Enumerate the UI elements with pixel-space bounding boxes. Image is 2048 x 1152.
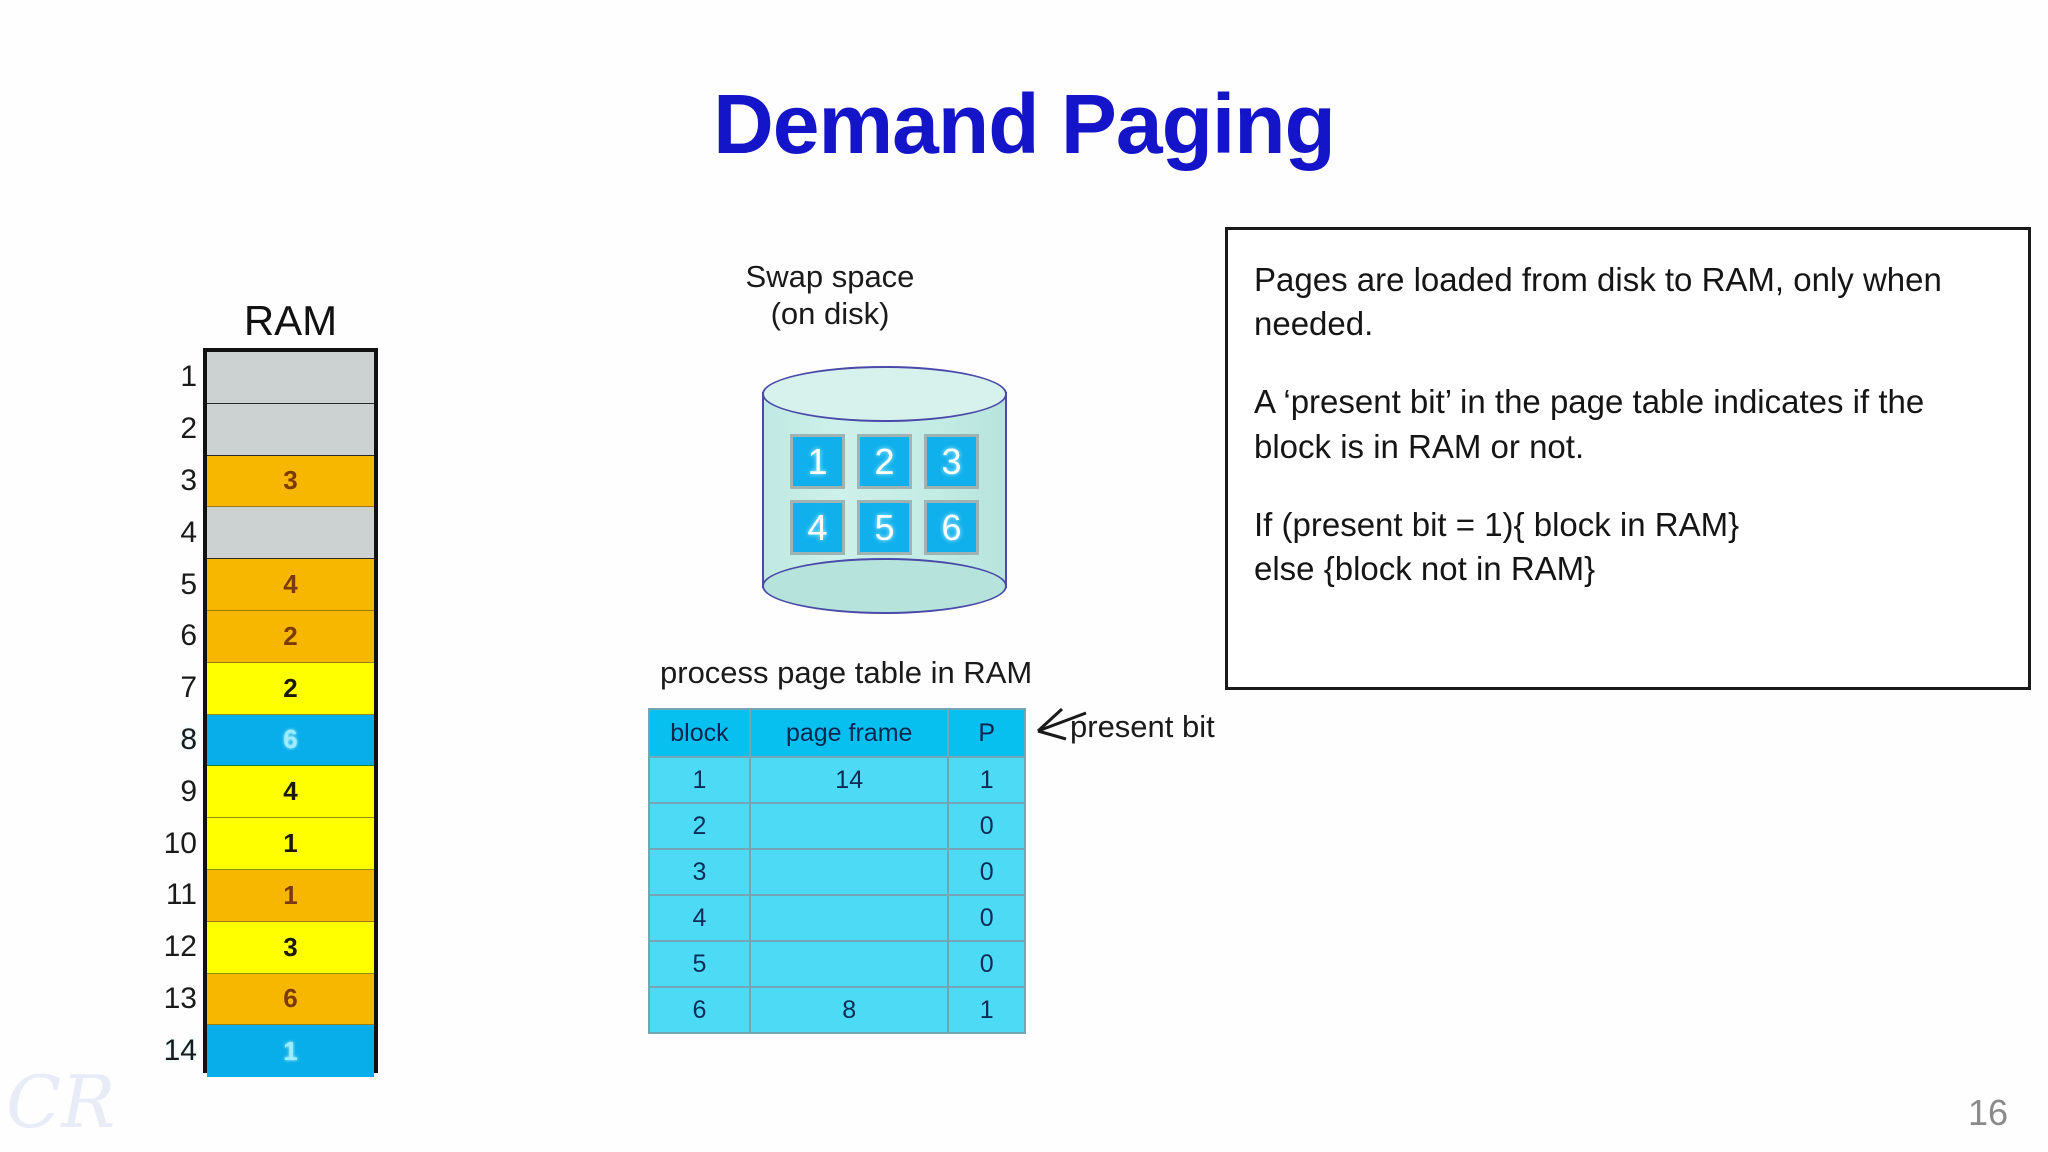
ram-frame-value: 6 [283,724,298,755]
ram-frame-row: 10 1 [164,818,374,870]
ram-frame-index: 11 [165,878,197,912]
ram-frame-row: 2 [180,403,374,456]
ram-frame-index: 14 [163,1034,197,1068]
ram-label: RAM [243,297,338,344]
present-bit-cell: 0 [947,848,1026,896]
swap-block: 4 [790,500,845,555]
ram-frame-value: 4 [283,776,298,807]
explanation-paragraph-3: If (present bit = 1){ block in RAM}else … [1254,505,1740,588]
present-bit-annotation: present bit [1070,709,1215,744]
swap-block: 2 [857,434,912,489]
swap-block: 3 [924,434,979,489]
swap-space-label: Swap space (on disk) [700,258,960,332]
swap-block: 1 [790,434,845,489]
column-header-present-bit: P [947,708,1026,758]
page-frame-cell [748,940,950,988]
block-cell: 6 [648,986,751,1034]
ram-frame-row: 14 1 [164,1025,374,1078]
block-cell: 5 [648,940,751,988]
page-frame-cell: 8 [748,986,950,1034]
swap-space-label-line1: Swap space [745,259,915,294]
column-header-page-frame: page frame [748,708,950,758]
ram-frame-value: 3 [283,465,298,496]
ram-frame-index: 3 [180,463,197,497]
present-bit-cell: 1 [947,756,1026,804]
present-bit-cell: 0 [947,802,1026,850]
cylinder-top [762,366,1007,422]
ram-frame-value: 2 [283,672,298,703]
page-table-header-row: block page frame P [648,708,1026,758]
ram-frame-row: 4 [180,507,374,560]
explanation-paragraph-1: Pages are loaded from disk to RAM, only … [1254,261,1942,343]
ram-frame-index: 1 [180,360,197,394]
explanation-paragraph-2: A ‘present bit’ in the page table indica… [1254,383,1925,465]
ram-frame-row: 13 6 [164,973,374,1026]
cylinder-bottom [762,558,1007,614]
cylinder-body [762,392,1007,588]
ram-frame-index: 12 [163,930,197,964]
ram-frame-index: 4 [180,515,197,549]
ram-frame-index: 7 [180,671,197,705]
block-cell: 4 [648,894,751,942]
page-table-caption: process page table in RAM [660,655,1033,690]
swap-block: 6 [924,500,979,555]
ram-frame-index: 8 [180,722,197,756]
ram-frame-index: 13 [163,981,197,1015]
ram-frame-value: 2 [283,620,298,651]
ram-frame-row: 12 3 [164,921,374,974]
ram-frame-index: 9 [180,774,197,808]
page-frame-cell [748,894,950,942]
ram-frame-row: 1 [180,352,374,404]
ram-frame-value: 1 [283,1035,298,1066]
swap-block: 5 [857,500,912,555]
ram-frame-index: 2 [180,412,197,446]
ram-frame-index: 5 [180,567,197,601]
page-frame-cell [748,802,950,850]
present-bit-cell: 0 [947,940,1026,988]
ram-frame-index: 10 [163,826,197,860]
ram-frame-value: 3 [283,931,298,962]
block-cell: 3 [648,848,751,896]
ram-frame-value: 1 [283,879,298,910]
swap-space-label-line2: (on disk) [770,296,890,332]
page-number: 16 [1967,1092,2008,1133]
present-bit-cell: 0 [947,894,1026,942]
ram-frame-value: 4 [283,569,298,600]
column-header-block: block [648,708,751,758]
ram-frame-value: 6 [283,983,298,1014]
page-frame-cell [748,848,950,896]
page-title: Demand Paging [713,77,1336,171]
block-cell: 2 [648,802,751,850]
watermark-logo: CR [6,1060,116,1144]
block-cell: 1 [648,756,751,804]
page-frame-cell: 14 [748,756,950,804]
arrow-icon [1036,707,1087,741]
explanation-box: Pages are loaded from disk to RAM, only … [1225,227,2031,690]
ram-frame-index: 6 [180,619,197,653]
present-bit-cell: 1 [947,986,1026,1034]
ram-frame-value: 1 [283,828,298,859]
